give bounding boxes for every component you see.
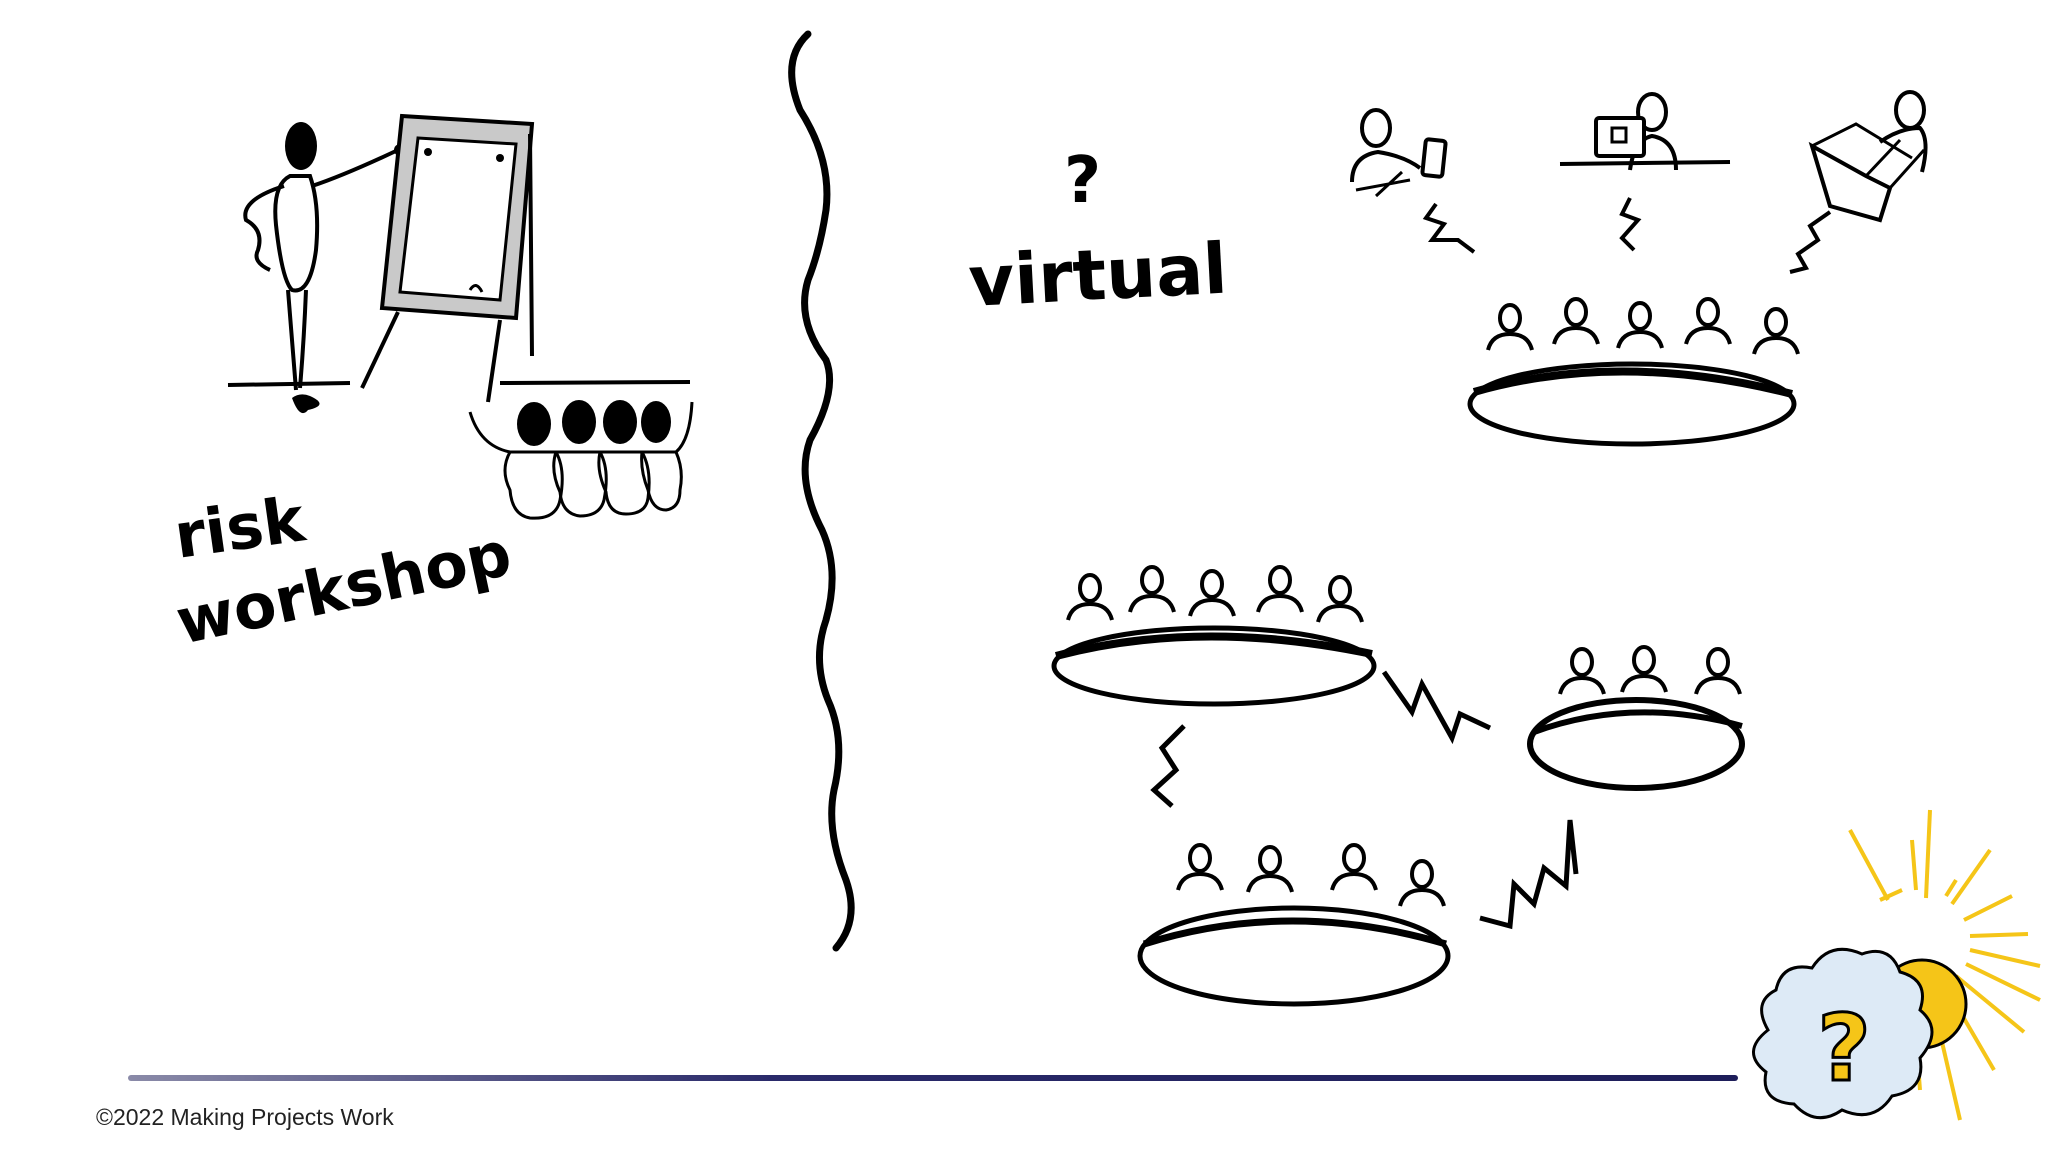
linked-meeting-tables-icon (1051, 565, 1745, 1007)
sun-cloud-question-logo-icon: ? (1752, 809, 2041, 1121)
risk-label: risk (170, 482, 311, 573)
remote-participants-and-meeting-table-icon (1350, 90, 1928, 447)
question-mark-label: ? (1064, 144, 1101, 218)
wavy-divider-line (788, 30, 855, 952)
virtual-label: virtual (967, 228, 1230, 323)
footer-copyright: ©2022 Making Projects Work (96, 1104, 394, 1130)
presenter-at-flipchart-icon (227, 113, 694, 520)
logo-question-mark: ? (1817, 995, 1870, 1102)
footer-divider (128, 1075, 1738, 1081)
